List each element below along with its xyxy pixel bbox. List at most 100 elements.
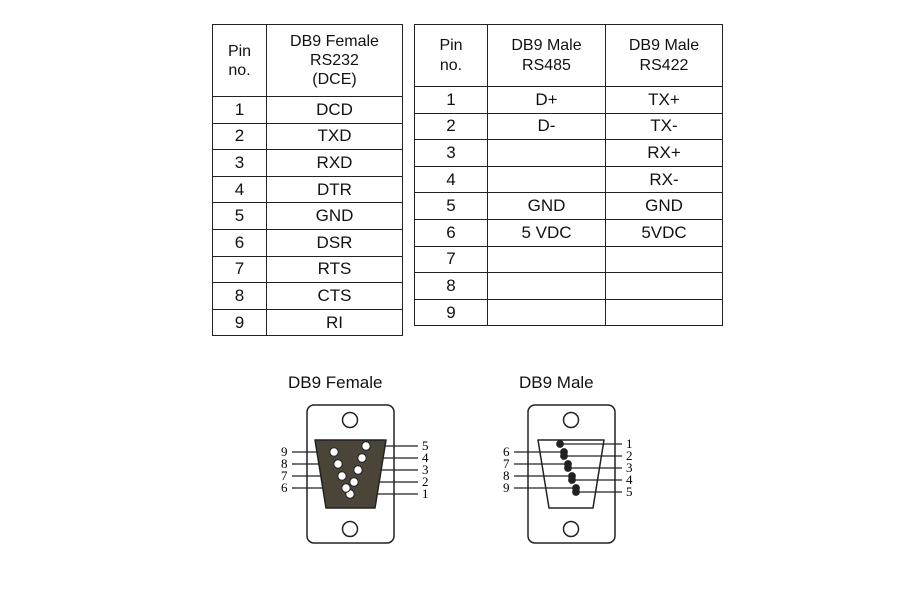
signal-cell: GND	[487, 192, 606, 220]
pin-contacts	[556, 440, 580, 496]
signal-cell: CTS	[266, 282, 403, 310]
pin-contact	[329, 447, 339, 457]
pin-number-cell: 4	[414, 165, 488, 194]
table-row: 8	[414, 272, 723, 300]
pin-number-label: 2	[626, 448, 633, 463]
signal-cell: TXD	[266, 122, 403, 151]
signal-cell: TX-	[605, 112, 723, 141]
signal-cell: DTR	[266, 175, 403, 204]
pin-leader-lines	[514, 443, 622, 493]
pin-number-label: 8	[503, 468, 510, 483]
pin-number-label: 1	[422, 486, 429, 501]
pin-number-label: 9	[281, 444, 288, 459]
pin-contact	[572, 484, 580, 492]
connector-shell	[314, 439, 387, 509]
pin-number-label: 3	[626, 460, 633, 475]
signal-cell	[487, 165, 606, 194]
signal-cell: DCD	[266, 96, 403, 124]
pin-number-cell: 5	[414, 192, 488, 220]
signal-cell	[487, 298, 606, 327]
pin-contact	[333, 459, 343, 469]
mounting-hole-top	[562, 411, 580, 429]
pin-number-label: 6	[281, 480, 288, 495]
pin-contact	[357, 453, 367, 463]
signal-cell	[605, 298, 723, 327]
pin-number-label: 3	[422, 462, 429, 477]
pin-number-cell: 2	[212, 122, 267, 151]
pin-contact	[564, 460, 572, 468]
pin-number-cell: 6	[212, 228, 267, 257]
pin-number-label: 7	[281, 468, 288, 483]
signal-cell	[487, 272, 606, 300]
signal-cell	[487, 139, 606, 167]
signal-cell: 5VDC	[605, 218, 723, 247]
pin-number-cell: 1	[414, 86, 488, 114]
table-row: 4 RX-	[414, 165, 723, 194]
pin-number-cell: 9	[212, 308, 267, 337]
pin-number-cell: 7	[212, 255, 267, 284]
pin-number-label: 7	[503, 456, 510, 471]
pin-contact	[353, 465, 363, 475]
signal-cell: D+	[487, 86, 606, 114]
signal-cell	[487, 245, 606, 274]
pin-number-label: 6	[503, 444, 510, 459]
signal-cell: RX-	[605, 165, 723, 194]
signal-cell: DSR	[266, 228, 403, 257]
signal-cell: D-	[487, 112, 606, 141]
table-row: 9	[414, 298, 723, 327]
pin-number-cell: 3	[212, 149, 267, 177]
pin-number-cell: 1	[212, 96, 267, 124]
pin-number-cell: 8	[212, 282, 267, 310]
pin-number-cell: 6	[414, 218, 488, 247]
female-connector-title: DB9 Female	[288, 373, 383, 392]
pin-number-cell: 8	[414, 272, 488, 300]
pin-number-cell: 9	[414, 298, 488, 327]
signal-cell: RXD	[266, 149, 403, 177]
pin-contact	[568, 472, 576, 480]
male-connector-title: DB9 Male	[519, 373, 594, 392]
signal-cell	[605, 272, 723, 300]
pin-number-cell: 7	[414, 245, 488, 274]
pin-contacts	[329, 441, 371, 499]
pin-number-label: 8	[281, 456, 288, 471]
pin-contact	[361, 441, 371, 451]
mounting-hole-bottom	[341, 520, 359, 538]
pin-number-label: 1	[626, 436, 633, 451]
signal-cell: RI	[266, 308, 403, 337]
signal-cell: TX+	[605, 86, 723, 114]
signal-cell	[605, 245, 723, 274]
pin-number-cell: 2	[414, 112, 488, 141]
pin-number-label: 9	[503, 480, 510, 495]
pin-contact	[556, 440, 564, 448]
pin-number-cell: 3	[414, 139, 488, 167]
signal-cell: GND	[605, 192, 723, 220]
signal-cell: GND	[266, 202, 403, 230]
pin-number-label: 4	[626, 472, 633, 487]
pin-contact	[349, 477, 359, 487]
signal-cell: RTS	[266, 255, 403, 284]
signal-cell: 5 VDC	[487, 218, 606, 247]
mounting-hole-bottom	[562, 520, 580, 538]
pin-number-label: 4	[422, 450, 429, 465]
